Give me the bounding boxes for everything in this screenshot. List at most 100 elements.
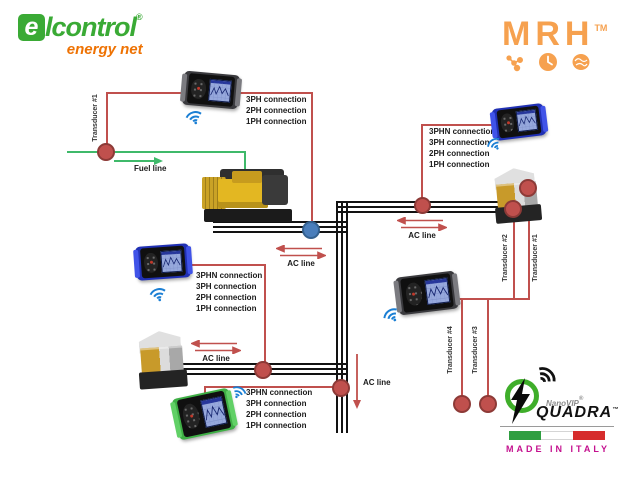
generator-engine-block (218, 179, 268, 208)
ac-flow-arrows (191, 340, 241, 354)
elcontrol-tagline: energy net (66, 41, 143, 58)
generator-engine-top (232, 171, 262, 183)
connector-line (421, 124, 423, 198)
connection-types-right-analyzer: 3PHN connection 3PH connection 2PH conne… (429, 127, 496, 169)
fuel-flow-arrow (114, 157, 163, 165)
connector-line (311, 92, 313, 224)
wifi-icon (383, 308, 397, 322)
connector-line (204, 386, 334, 388)
device-end-cap (540, 105, 549, 133)
analyzer-mid (393, 270, 461, 316)
transformer-base (138, 369, 188, 390)
divider (500, 426, 614, 427)
device-end-cap (133, 249, 141, 279)
analyzer-bottom (170, 387, 238, 441)
transducer-4-label: Transducer #4 (447, 326, 454, 374)
device-screen (199, 395, 228, 428)
brain-icon (572, 54, 590, 70)
device-face (400, 273, 454, 313)
mrh-logo: MRHTM (502, 12, 607, 72)
device-screen (160, 249, 184, 273)
device-end-cap (185, 245, 193, 275)
connector-line (237, 92, 313, 94)
ac-line-label: AC line (287, 259, 315, 268)
connection-types-bottom-analyzer: 3PHN connection 3PH connection 2PH conne… (246, 388, 313, 430)
device-screen (516, 109, 539, 133)
analyzer-right (489, 102, 549, 142)
elcontrol-logo: e lcontrol ® energy net (18, 12, 143, 58)
ac-line-label: AC line (363, 378, 391, 387)
ac-bus-segment (346, 201, 348, 433)
connector-line (107, 92, 185, 94)
fuel-line-horizontal (67, 151, 246, 153)
transducer-node-2 (504, 200, 522, 218)
flag-white (541, 431, 573, 440)
made-in-italy-label: MADE IN ITALY (505, 444, 610, 454)
diesel-generator (202, 167, 294, 222)
device-face (186, 73, 236, 107)
device-keypad (181, 402, 202, 431)
junction-node-bottom-bus (254, 361, 272, 379)
ac-bus-segment (341, 201, 343, 433)
device-face (140, 245, 186, 279)
device-face (176, 390, 232, 438)
analyzer-left (133, 243, 193, 281)
connector-line (423, 124, 496, 126)
connector-line (264, 264, 266, 363)
ac-flow-arrow-down (353, 354, 361, 409)
transducer-3-label: Transducer #3 (472, 326, 479, 374)
transducer-1-right-label: Transducer #1 (532, 234, 539, 282)
connector-line (487, 298, 489, 397)
italy-flag (509, 431, 605, 440)
ac-bus-segment (213, 221, 348, 223)
clock-icon (539, 53, 557, 71)
mrh-wordmark: MRHTM (502, 15, 608, 53)
ac-flow-arrows (397, 217, 447, 231)
nanovip-model: QUADRA™ (536, 404, 620, 421)
ac-bus-segment (336, 201, 338, 433)
connector-line (187, 264, 266, 266)
transducer-node-3 (479, 395, 497, 413)
connector-line (457, 298, 530, 300)
transducer-node-1 (519, 179, 537, 197)
ac-bus-segment (213, 231, 348, 233)
wifi-icon (487, 137, 500, 150)
ac-line-label: AC line (408, 231, 436, 240)
analyzer-genset (179, 70, 243, 110)
wifi-icon (149, 288, 166, 302)
ac-flow-arrows (276, 245, 326, 259)
nanovip-name: NanoVIP® (546, 396, 584, 408)
junction-node-vertical-bus (332, 379, 350, 397)
connection-types-left-analyzer: 3PHN connection 3PH connection 2PH conne… (196, 271, 263, 313)
device-keypad (499, 113, 516, 134)
nanovip-ring (505, 379, 539, 413)
generator-base-skid (204, 209, 292, 222)
device-keypad (190, 78, 207, 100)
flag-green (509, 431, 541, 440)
junction-node-genset (302, 221, 320, 239)
mrh-tm-mark: TM (594, 23, 608, 33)
device-keypad (404, 282, 423, 307)
nanovip-tm-mark: ™ (612, 407, 620, 413)
fuel-line-label: Fuel line (134, 164, 167, 173)
elcontrol-e-mark: e (18, 14, 45, 41)
junction-node-right-bus (414, 197, 431, 214)
ac-line-label: AC line (202, 354, 230, 363)
transducer-2-label: Transducer #2 (502, 234, 509, 282)
lightning-bolt-icon (511, 378, 530, 424)
connector-line (461, 298, 463, 397)
transducer-1-left-label: Transducer #1 (92, 94, 99, 142)
molecule-icon (506, 55, 524, 72)
transducer-node-4 (453, 395, 471, 413)
device-keypad (143, 252, 159, 273)
device-face (496, 105, 542, 139)
connector-line (528, 195, 530, 300)
elcontrol-wordmark: lcontrol (45, 12, 137, 42)
nanovip-registered-mark: ® (578, 396, 584, 402)
elcontrol-registered-mark: ® (136, 12, 143, 22)
ac-bus-segment (213, 226, 348, 228)
wireless-arcs-icon (538, 367, 556, 383)
transducer-node-fuel (97, 143, 115, 161)
fuel-line-vertical (244, 151, 246, 177)
